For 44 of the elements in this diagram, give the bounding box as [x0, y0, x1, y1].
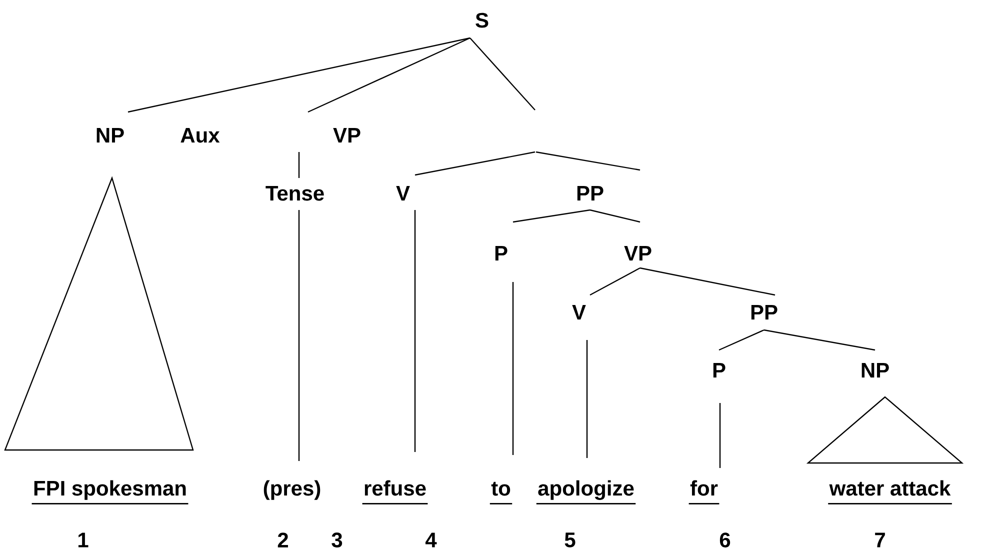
word-number: 5 [564, 532, 576, 548]
category-label: Tense [266, 186, 324, 201]
tree-branch [512, 209, 590, 223]
tree-branch [764, 329, 876, 351]
tree-branch [536, 151, 640, 171]
tree-branch [586, 340, 588, 458]
category-label: Aux [180, 128, 220, 143]
word-number: 1 [78, 532, 88, 548]
tree-branch [414, 210, 416, 452]
word-number: 6 [720, 532, 730, 548]
underlined-word: apologize [536, 480, 636, 504]
category-label: VP [624, 246, 652, 260]
tree-branch [718, 329, 764, 351]
category-label: VP [333, 128, 360, 142]
tree-branch [298, 210, 300, 461]
tree-branch [719, 403, 721, 468]
category-label: P [495, 246, 508, 260]
category-label: S [476, 12, 488, 28]
underlined-word: FPI spokesman [32, 480, 188, 504]
underlined-word: water attack [828, 480, 952, 504]
category-label: P [713, 363, 726, 378]
tree-branch [298, 152, 300, 178]
tree-branch [128, 37, 470, 113]
underlined-word: for [688, 480, 720, 504]
word-number: 2 [278, 532, 288, 548]
word-number: 7 [875, 532, 885, 548]
word: (pres) [264, 480, 320, 500]
tree-branch [640, 267, 776, 296]
category-label: V [396, 186, 410, 200]
category-label: NP [862, 363, 889, 378]
tree-branch [470, 38, 536, 110]
tree-branch [590, 267, 640, 296]
category-label: V [572, 305, 586, 320]
underlined-word: refuse [362, 480, 428, 504]
category-label: PP [751, 305, 778, 320]
tree-branch [512, 282, 514, 455]
tree-branch [308, 37, 470, 113]
category-label: PP [577, 186, 604, 200]
tree-branch [414, 151, 536, 176]
word-number: 3 [332, 532, 342, 548]
underlined-word: to [490, 482, 512, 504]
category-label: NP [96, 128, 124, 142]
tree-branch [590, 209, 640, 223]
word-number: 4 [425, 532, 437, 548]
